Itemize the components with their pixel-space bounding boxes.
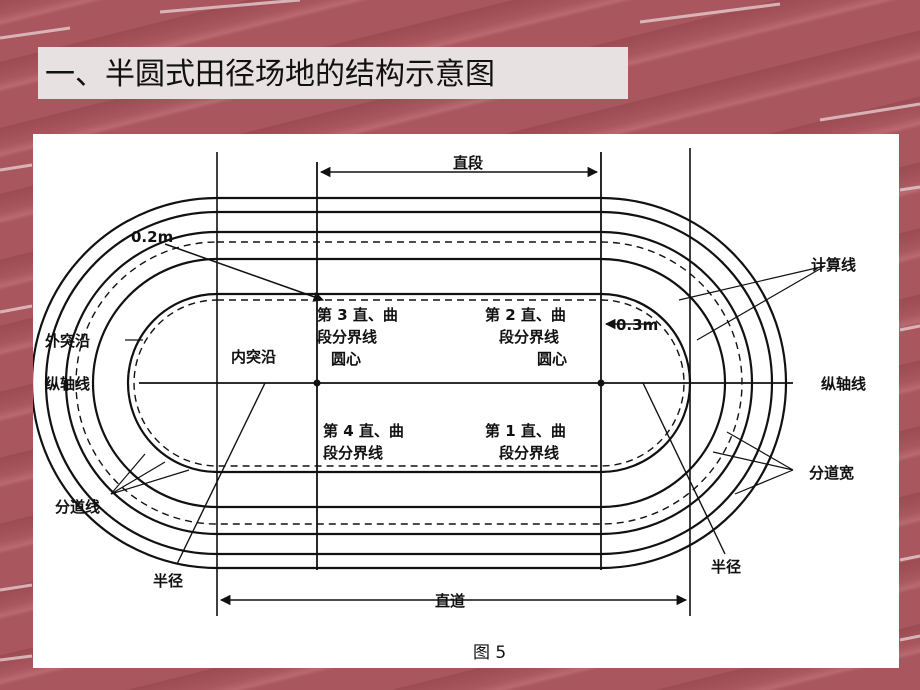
label-boundary-2-line1: 第 2 直、曲 [485,306,566,324]
label-boundary-2-line2: 段分界线 [499,328,559,346]
lane-width-leader-1 [726,431,794,471]
lane-width-leader-3 [734,469,794,495]
label-inner-curb: 内突沿 [231,348,276,366]
dimension-arrows [164,166,688,606]
center-point-left [313,379,321,387]
label-radius-left: 半径 [153,572,183,590]
lane-line-leader-3 [110,469,190,495]
measure-lines-dashed [75,241,743,525]
slide-title: 一、半圆式田径场地的结构示意图 [45,57,495,92]
label-boundary-2-line3: 圆心 [537,350,567,368]
label-offset-02: 0.2m [131,228,173,246]
title-box [38,47,628,99]
label-boundary-4-line2: 段分界线 [323,444,383,462]
label-straight-section: 直段 [453,154,483,172]
label-offset-03: 0.3m [616,316,658,334]
figure-panel [33,134,899,668]
extension-lines [216,148,691,616]
label-boundary-1-line1: 第 1 直、曲 [485,422,566,440]
figure-caption: 图 5 [473,643,506,663]
lane-line-leader-1 [110,453,146,495]
track-structure-diagram: 直段 0.2m 0.3m 计算线 外突沿 内突沿 纵轴线 纵轴线 分道线 分道宽… [33,148,866,663]
label-lane-line: 分道线 [55,498,100,516]
label-longitudinal-axis-right: 纵轴线 [821,375,866,393]
lane-width-leader-2 [712,451,794,471]
radius-line-right [642,382,726,555]
label-boundary-3-line3: 圆心 [331,350,361,368]
label-radius-right: 半径 [711,558,741,576]
label-lane-width: 分道宽 [809,464,854,482]
measure-line-leader-2 [696,265,826,341]
measure-line-inner [133,299,685,467]
radius-line-left [176,382,266,565]
label-straightaway: 直道 [435,592,465,610]
label-boundary-4-line1: 第 4 直、曲 [323,422,404,440]
offset-02-arrow [164,243,324,302]
label-boundary-1-line2: 段分界线 [499,444,559,462]
label-longitudinal-axis-left: 纵轴线 [45,375,90,393]
measure-line-leader-1 [678,265,826,301]
radius-lines [176,382,726,565]
center-point-right [597,379,605,387]
measure-line-outer [75,241,743,525]
label-boundary-3-line2: 段分界线 [317,328,377,346]
leader-lines [110,265,826,495]
label-measure-line: 计算线 [811,256,856,274]
label-outer-curb: 外突沿 [44,332,90,350]
lane-line-leader-2 [110,461,166,495]
label-boundary-3-line1: 第 3 直、曲 [317,306,398,324]
boundary-lines [316,152,602,570]
